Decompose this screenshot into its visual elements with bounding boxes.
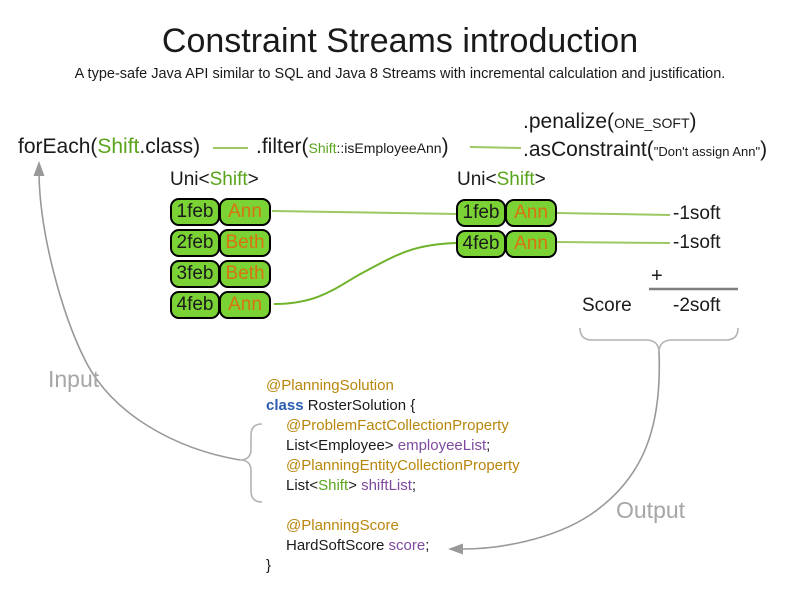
filter-expression: .filter(Shift::isEmployeeAnn) (256, 135, 449, 159)
input-arrow-curve (38, 173, 241, 461)
penalize-arg: ONE_SOFT (614, 115, 690, 131)
right-shift-table: 1feb Ann 4feb Ann (456, 199, 557, 258)
type-label-post: > (534, 169, 546, 190)
score-total: -2soft (673, 295, 721, 316)
table-row: 3feb Beth (170, 260, 271, 288)
penalty-value: -1soft (673, 232, 721, 253)
type-label-pre: Uni< (457, 169, 497, 190)
code-closing-brace: } (266, 557, 272, 574)
code-keyword-class: class (266, 397, 304, 414)
foreach-expression: forEach(Shift.class) (18, 135, 200, 159)
code-class-declaration: class RosterSolution { (266, 396, 520, 416)
code-semicolon: ; (486, 437, 491, 454)
plus-sign: + (651, 265, 663, 287)
code-score-declaration: HardSoftScore score; (266, 536, 520, 556)
table-row: 2feb Beth (170, 229, 271, 257)
input-arrow-icon (33, 161, 45, 176)
left-stream-type-label: Uni<Shift> (170, 169, 259, 191)
shift-date-cell: 4feb (456, 230, 506, 258)
stream-connector-line (469, 146, 522, 149)
table-row: 4feb Ann (456, 230, 557, 258)
shift-employee-cell: Ann (505, 230, 557, 258)
table-row: 1feb Ann (170, 198, 271, 226)
shift-employee-cell: Beth (219, 260, 271, 288)
penalize-post: ) (689, 110, 697, 133)
shift-employee-cell: Beth (219, 229, 271, 257)
code-employee-field: employeeList (397, 437, 487, 454)
row-connector-line (271, 210, 458, 215)
asconstraint-pre: .asConstraint( (523, 138, 654, 161)
foreach-post: .class) (139, 135, 201, 158)
code-employee-declaration: List<Employee> employeeList; (266, 436, 520, 456)
penalize-pre: .penalize( (523, 110, 615, 133)
foreach-pre: forEach( (18, 135, 98, 158)
penalize-expression: .penalize(ONE_SOFT) (523, 110, 697, 134)
table-row: 1feb Ann (456, 199, 557, 227)
code-shift-type-post: > (348, 477, 362, 494)
code-annotation-planning-entity: @PlanningEntityCollectionProperty (286, 457, 520, 474)
code-annotation-solution: @PlanningSolution (266, 377, 394, 394)
foreach-class: Shift (97, 135, 140, 158)
shift-date-cell: 1feb (170, 198, 220, 226)
type-label-type: Shift (209, 169, 248, 190)
page-subtitle: A type-safe Java API similar to SQL and … (74, 66, 726, 82)
shift-date-cell: 3feb (170, 260, 220, 288)
shift-date-cell: 4feb (170, 291, 220, 319)
code-employee-type: List<Employee> (286, 437, 398, 454)
shift-employee-cell: Ann (505, 199, 557, 227)
shift-date-cell: 2feb (170, 229, 220, 257)
left-shift-table: 1feb Ann 2feb Beth 3feb Beth 4feb Ann (170, 198, 271, 319)
shift-employee-cell: Ann (219, 291, 271, 319)
filter-pre: .filter( (256, 135, 309, 158)
code-score-field: score (388, 537, 426, 554)
shift-employee-cell: Ann (219, 198, 271, 226)
type-label-type: Shift (496, 169, 535, 190)
code-semicolon: ; (411, 477, 417, 494)
filter-arg-class: Shift (308, 140, 337, 156)
code-semicolon: ; (425, 537, 430, 554)
penalty-value: -1soft (673, 203, 721, 224)
code-annotation-planning-score: @PlanningScore (286, 517, 399, 534)
asconstraint-arg: "Don't assign Ann" (653, 144, 761, 159)
type-label-pre: Uni< (170, 169, 210, 190)
code-score-type: HardSoftScore (286, 537, 389, 554)
code-shift-field: shiftList (361, 477, 412, 494)
filter-post: ) (441, 135, 449, 158)
page-title: Constraint Streams introduction (161, 22, 639, 60)
right-stream-type-label: Uni<Shift> (457, 169, 546, 191)
roster-solution-code: @PlanningSolution class RosterSolution {… (266, 376, 520, 576)
score-label: Score (582, 295, 632, 316)
input-label: Input (48, 366, 100, 392)
type-label-post: > (247, 169, 259, 190)
filter-arg-method: ::isEmployeeAnn (336, 140, 442, 156)
table-row: 4feb Ann (170, 291, 271, 319)
shift-date-cell: 1feb (456, 199, 506, 227)
penalty-connector-line (556, 212, 671, 216)
output-arrow-icon (448, 543, 463, 555)
row-connector-curve (273, 242, 458, 305)
asconstraint-expression: .asConstraint("Don't assign Ann") (523, 138, 767, 162)
code-shift-type-pre: List< (286, 477, 319, 494)
code-class-name: RosterSolution { (303, 397, 416, 414)
code-shift-declaration: List<Shift> shiftList; (266, 476, 520, 496)
output-brace (579, 327, 739, 352)
output-arrow-curve (462, 350, 661, 550)
code-blank-line (266, 496, 520, 516)
asconstraint-post: ) (760, 138, 768, 161)
code-annotation-problem-fact: @ProblemFactCollectionProperty (286, 417, 509, 434)
input-brace (239, 423, 263, 503)
code-shift-type: Shift (318, 477, 349, 494)
penalty-connector-line (556, 241, 671, 244)
output-label: Output (616, 497, 686, 523)
